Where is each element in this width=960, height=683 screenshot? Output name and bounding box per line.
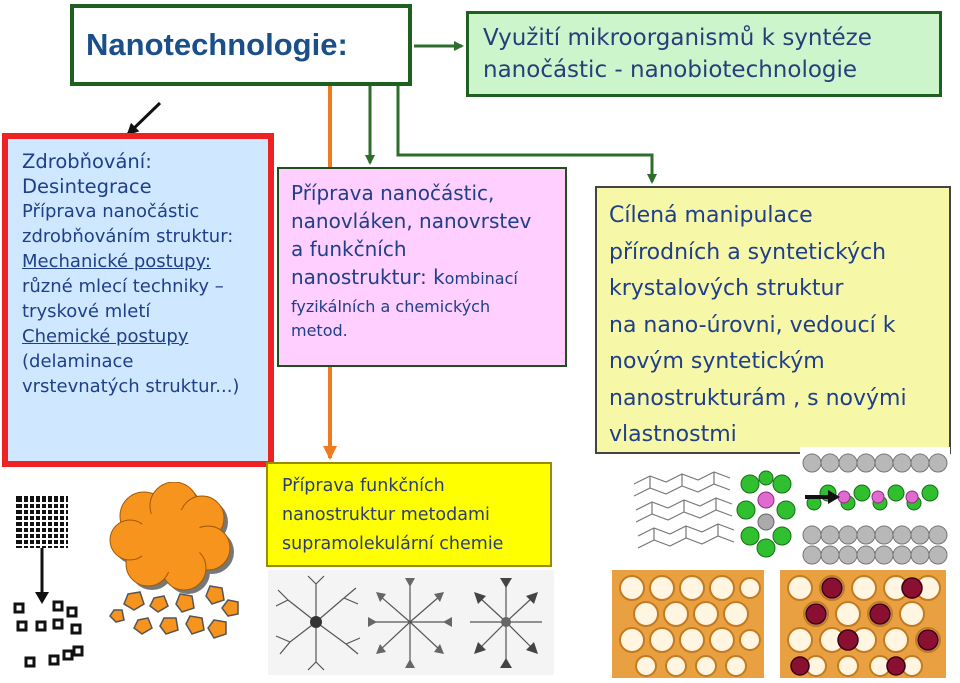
dendrimer-illustration xyxy=(268,570,554,675)
title-box: Nanotechnologie: xyxy=(70,4,412,86)
supra-line: supramolekulární chemie xyxy=(282,534,504,554)
right-line: novým syntetickým xyxy=(609,349,825,374)
layered-sheets-illustration xyxy=(633,471,735,549)
mid-line: fyzikálních a chemických xyxy=(291,297,491,316)
mid-line: a funkčních xyxy=(291,237,407,261)
arrow-title-to-right xyxy=(396,86,657,184)
left-line: zdrobňováním struktur: xyxy=(22,226,234,247)
page-title: Nanotechnologie: xyxy=(86,27,348,62)
left-line: Mechanické postupy: xyxy=(22,251,211,272)
left-line: různé mlecí techniky – xyxy=(22,276,224,297)
layered-crystal-illustration xyxy=(800,447,950,567)
mid-line-main: nanostruktur: k xyxy=(291,265,445,289)
left-line: vrstevnatých struktur...) xyxy=(22,376,240,397)
synthesis-box: Příprava nanočástic, nanovláken, nanovrs… xyxy=(277,167,567,367)
right-line: vlastnostmi xyxy=(609,422,737,447)
mid-line-suffix: ombinací xyxy=(444,269,518,288)
disintegration-box: Zdrobňování: Desintegrace Příprava nanoč… xyxy=(2,133,274,467)
mid-line: nanostruktur: kombinací xyxy=(291,263,565,293)
crystal-octahedra-illustration xyxy=(736,470,796,558)
left-line: Desintegrace xyxy=(22,175,152,198)
right-line: na nano-úrovni, vedoucí k xyxy=(609,312,896,338)
supra-line: Příprava funkčních xyxy=(282,476,445,496)
supra-line: nanostruktur metodami xyxy=(282,505,490,525)
mid-line: nanovláken, nanovrstev xyxy=(291,209,532,233)
left-line: tryskové mletí xyxy=(22,301,151,322)
mid-line: Příprava nanočástic, xyxy=(291,181,495,205)
arrow-title-to-left xyxy=(126,101,162,136)
porous-framework-illustration xyxy=(612,570,946,678)
particle-fragmentation-illustration xyxy=(109,482,239,639)
bio-line: Využití mikroorganismů k syntéze xyxy=(483,25,872,51)
left-line: Zdrobňování: xyxy=(22,150,152,173)
right-line: nanostrukturám , s novými xyxy=(609,385,907,411)
left-line: (delaminace xyxy=(22,351,134,372)
supramolecular-box: Příprava funkčních nanostruktur metodami… xyxy=(266,462,552,567)
right-line: krystalových struktur xyxy=(609,276,844,301)
grid-fragmentation-illustration xyxy=(13,496,84,668)
left-line: Chemické postupy xyxy=(22,326,189,347)
right-line: přírodních a syntetických xyxy=(609,239,887,265)
nanobiotech-box: Využití mikroorganismů k syntéze nanočás… xyxy=(466,11,942,97)
left-line: Příprava nanočástic xyxy=(22,201,200,222)
crystal-manipulation-box: Cílená manipulace přírodních a syntetick… xyxy=(595,186,951,454)
mid-line: metod. xyxy=(291,321,348,340)
bio-line: nanočástic - nanobiotechnologie xyxy=(483,57,858,83)
right-line: Cílená manipulace xyxy=(609,203,813,228)
